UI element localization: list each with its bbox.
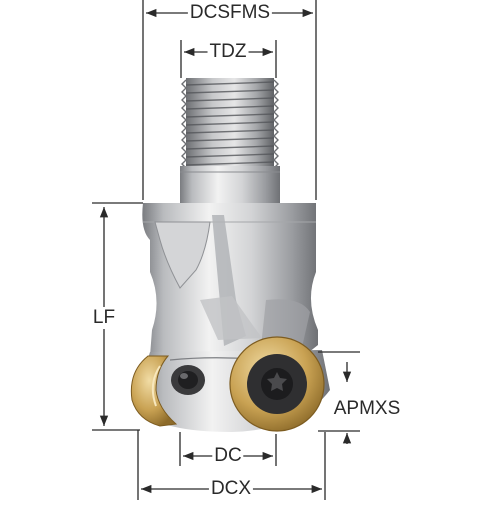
dcsfms-label: DCSFMS [187, 2, 273, 24]
dc-label: DC [212, 445, 244, 467]
lf-label: LF [90, 307, 118, 329]
apmxs-label: APMXS [331, 398, 403, 420]
left-insert [130, 355, 178, 427]
neck [180, 166, 280, 206]
threaded-shank [181, 78, 279, 169]
tdz-label: TDZ [207, 41, 249, 63]
clamp-screw [171, 365, 205, 395]
dcx-label: DCX [208, 478, 254, 500]
front-insert [229, 336, 325, 432]
tool-body [142, 203, 318, 356]
